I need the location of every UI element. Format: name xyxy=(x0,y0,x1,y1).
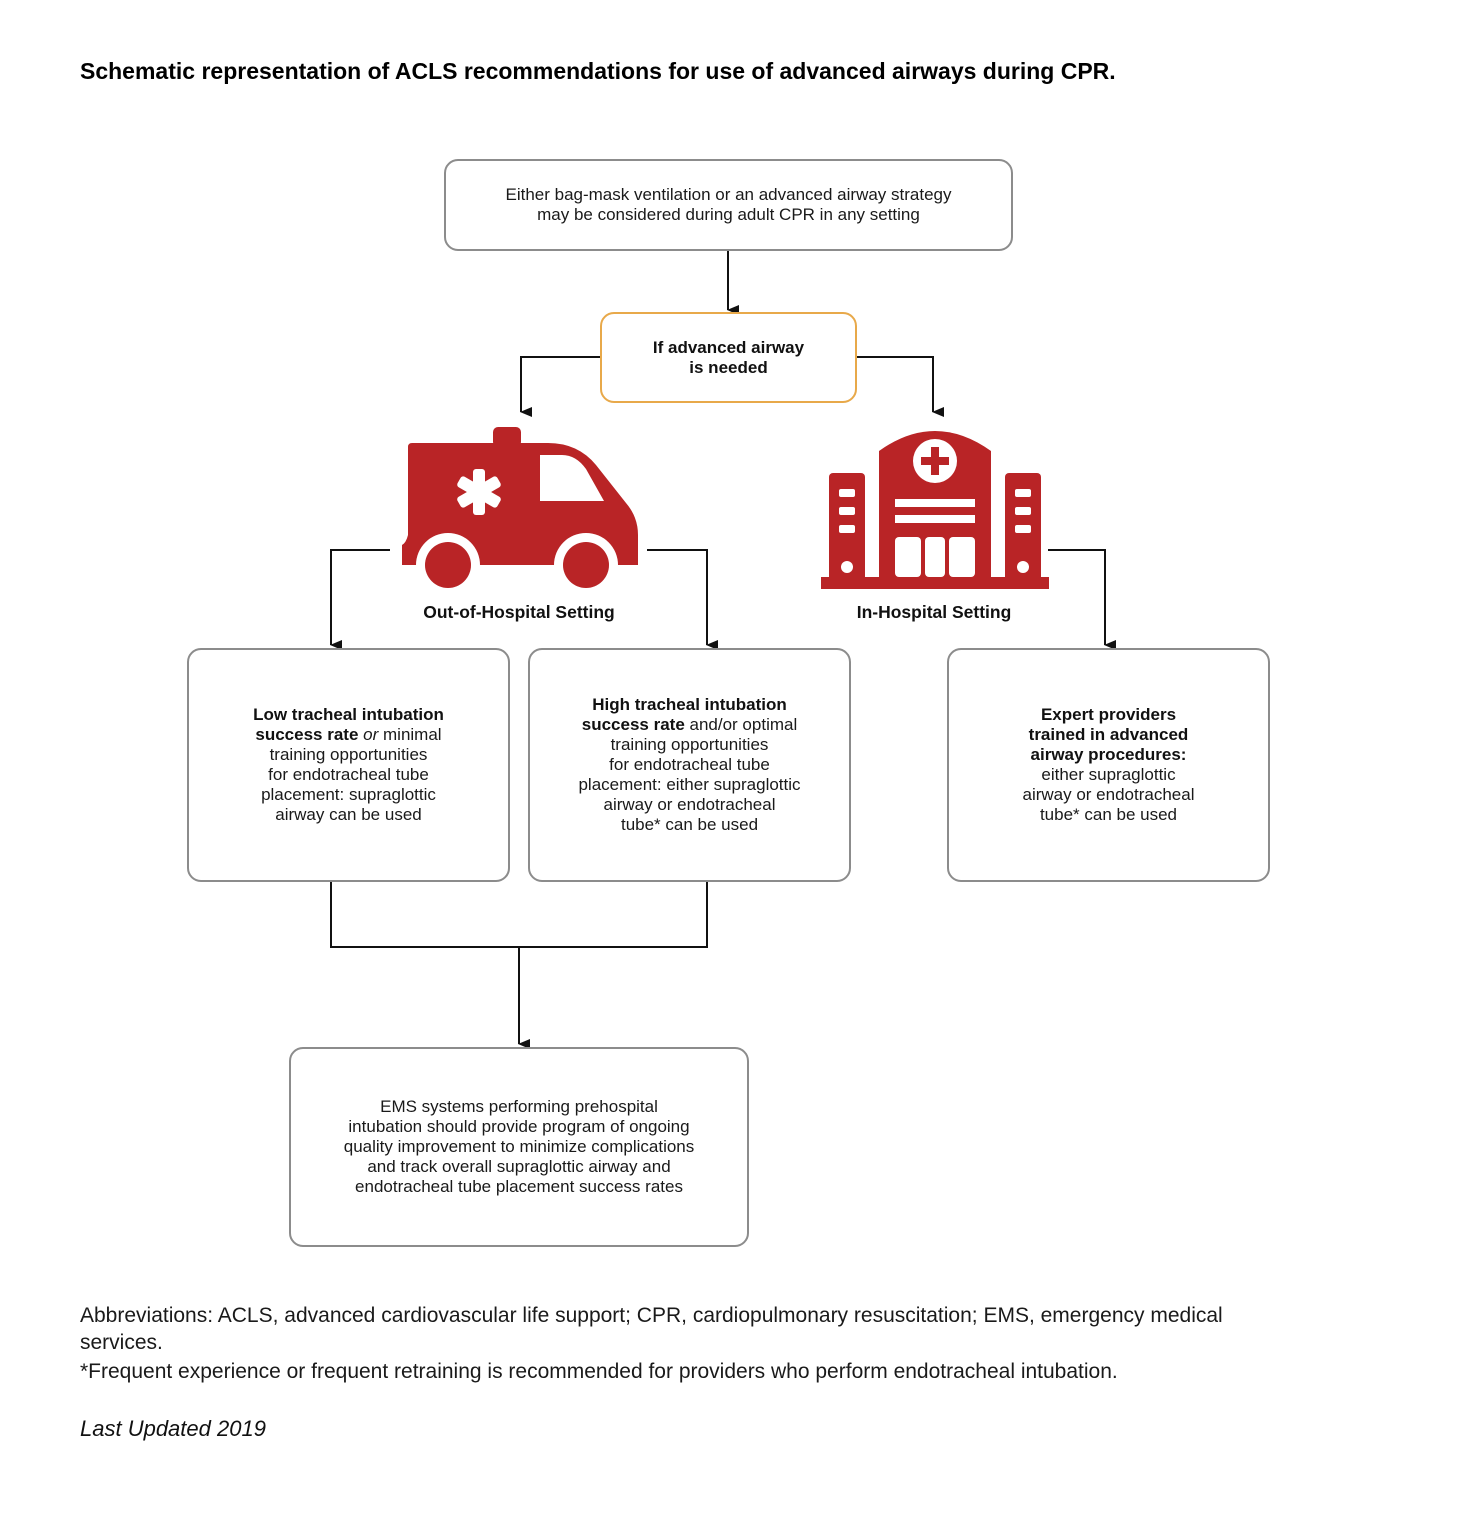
low-line-5: placement: supraglottic xyxy=(261,785,436,804)
expert-line-3: airway procedures: xyxy=(1030,745,1187,764)
expert-line-1: Expert providers xyxy=(1040,705,1177,724)
high-line-1: High tracheal intubation xyxy=(592,695,787,714)
hospital-icon xyxy=(821,431,1049,589)
decision-box: If advanced airway is needed xyxy=(600,312,857,403)
last-updated: Last Updated 2019 xyxy=(80,1416,266,1441)
abbreviations-note: Abbreviations: ACLS, advanced cardiovasc… xyxy=(80,1304,1223,1354)
start-box: Either bag-mask ventilation or an advanc… xyxy=(444,159,1013,251)
expert-line-4: either supraglottic xyxy=(1041,765,1176,784)
ems-line-5: endotracheal tube placement success rate… xyxy=(355,1177,683,1196)
high-line-4: for endotracheal tube xyxy=(609,755,770,774)
arrow-out-to-high xyxy=(647,549,718,650)
arrow-decision-to-in xyxy=(857,356,944,417)
high-success-box: High tracheal intubation success rate an… xyxy=(528,648,851,882)
ems-line-1: EMS systems performing prehospital xyxy=(380,1097,658,1116)
arrow-out-to-low xyxy=(330,549,390,650)
start-line-2: may be considered during adult CPR in an… xyxy=(537,205,920,224)
high-bold-2: success rate xyxy=(581,715,685,734)
expert-line-5: airway or endotracheal xyxy=(1022,785,1195,804)
start-line-1: Either bag-mask ventilation or an advanc… xyxy=(505,185,952,204)
high-line-5: placement: either supraglottic xyxy=(578,775,801,794)
expert-line-2: trained in advanced xyxy=(1028,725,1189,744)
low-success-box: Low tracheal intubation success rate or … xyxy=(187,648,510,882)
ems-box: EMS systems performing prehospital intub… xyxy=(289,1047,749,1247)
low-bold-2: success rate xyxy=(255,725,359,744)
low-line-1: Low tracheal intubation xyxy=(253,705,444,724)
ems-line-2: intubation should provide program of ong… xyxy=(348,1117,690,1136)
low-line-4: for endotracheal tube xyxy=(268,765,429,784)
arrow-in-to-expert xyxy=(1048,549,1116,650)
in-hospital-label: In-Hospital Setting xyxy=(856,602,1012,622)
merge-low-high xyxy=(330,881,708,948)
ems-line-4: and track overall supraglottic airway an… xyxy=(367,1157,671,1176)
out-of-hospital-label: Out-of-Hospital Setting xyxy=(423,602,615,622)
low-rest: minimal xyxy=(378,725,442,744)
frequent-experience-note: *Frequent experience or frequent retrain… xyxy=(80,1360,1118,1383)
ems-line-3: quality improvement to minimize complica… xyxy=(343,1137,695,1156)
expert-line-6: tube* can be used xyxy=(1039,805,1178,824)
low-line-6: airway can be used xyxy=(275,805,422,824)
high-line-3: training opportunities xyxy=(610,735,769,754)
high-line-7: tube* can be used xyxy=(620,815,759,834)
low-line-3: training opportunities xyxy=(269,745,428,764)
low-italic: or xyxy=(363,725,379,744)
decision-line-1: If advanced airway xyxy=(652,337,805,357)
expert-providers-box: Expert providers trained in advanced air… xyxy=(947,648,1270,882)
ambulance-icon xyxy=(402,427,638,595)
arrow-decision-to-out xyxy=(520,356,600,417)
decision-line-2: is needed xyxy=(689,357,768,377)
high-line-6: airway or endotracheal xyxy=(603,795,776,814)
high-rest: and/or optimal xyxy=(684,715,798,734)
page-title: Schematic representation of ACLS recomme… xyxy=(80,58,1116,84)
